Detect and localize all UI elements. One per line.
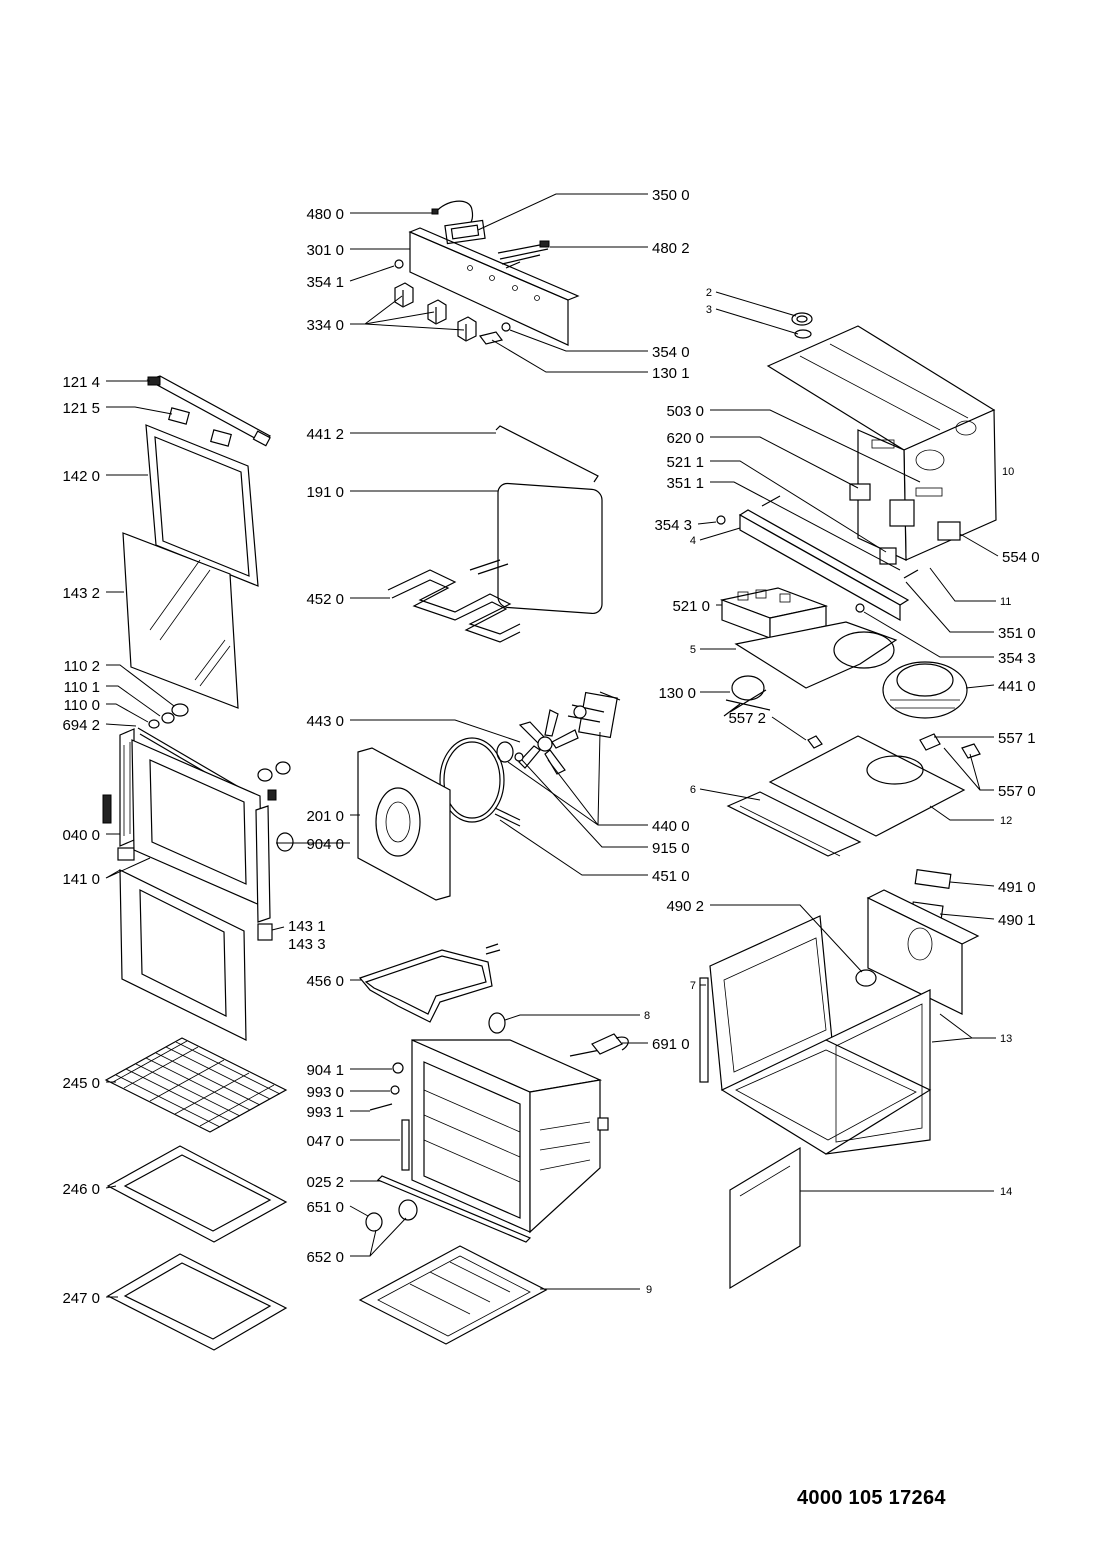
label-351-0: 351 0	[998, 625, 1036, 642]
label-301-0: 301 0	[306, 242, 344, 259]
label-143-1: 143 1	[288, 918, 326, 935]
label-452-0: 452 0	[306, 591, 344, 608]
label-904-0: 904 0	[306, 836, 344, 853]
label-121-4: 121 4	[62, 374, 100, 391]
label-651-0: 651 0	[306, 1199, 344, 1216]
oven-cavity-group	[358, 1012, 629, 1345]
label-620-0: 620 0	[666, 430, 704, 447]
label-130-0: 130 0	[658, 685, 696, 702]
label-491-0: 491 0	[998, 879, 1036, 896]
label-4: 4	[690, 535, 696, 547]
label-9: 9	[646, 1284, 652, 1296]
label-110-0: 110 0	[64, 697, 100, 714]
label-480-2: 480 2	[652, 240, 690, 257]
label-143-2: 143 2	[62, 585, 100, 602]
heaters-fan-group	[357, 425, 621, 1023]
label-440-0: 440 0	[652, 818, 690, 835]
label-14: 14	[1000, 1186, 1012, 1198]
label-354-1: 354 1	[306, 274, 344, 291]
label-557-0: 557 0	[998, 783, 1036, 800]
label-11: 11	[1000, 596, 1011, 608]
label-3: 3	[706, 304, 712, 316]
label-441-0: 441 0	[998, 678, 1036, 695]
label-13: 13	[1000, 1033, 1012, 1045]
label-201-0: 201 0	[306, 808, 344, 825]
label-246-0: 246 0	[62, 1181, 100, 1198]
label-441-2: 441 2	[306, 426, 344, 443]
label-7: 7	[690, 980, 696, 992]
label-2: 2	[706, 287, 712, 299]
label-334-0: 334 0	[306, 317, 344, 334]
label-354-0: 354 0	[652, 344, 690, 361]
label-557-1: 557 1	[998, 730, 1036, 747]
label-443-0: 443 0	[306, 713, 344, 730]
label-652-0: 652 0	[306, 1249, 344, 1266]
chassis-group	[699, 312, 997, 1290]
label-110-2: 110 2	[64, 658, 100, 675]
label-110-1: 110 1	[64, 679, 100, 696]
label-521-1: 521 1	[666, 454, 704, 471]
label-6: 6	[690, 784, 696, 796]
racks-trays-group	[104, 1037, 288, 1351]
label-503-0: 503 0	[666, 403, 704, 420]
label-993-0: 993 0	[306, 1084, 344, 1101]
label-142-0: 142 0	[62, 468, 100, 485]
label-354-3-mid: 354 3	[998, 650, 1036, 667]
label-694-2: 694 2	[62, 717, 100, 734]
label-047-0: 047 0	[306, 1133, 344, 1150]
label-8: 8	[644, 1010, 650, 1022]
label-191-0: 191 0	[306, 484, 344, 501]
control-panel-group	[394, 200, 580, 346]
label-490-2: 490 2	[666, 898, 704, 915]
label-350-0: 350 0	[652, 187, 690, 204]
leader-lines	[105, 193, 999, 1298]
label-245-0: 245 0	[62, 1075, 100, 1092]
label-904-1: 904 1	[306, 1062, 344, 1079]
label-040-0: 040 0	[62, 827, 100, 844]
label-247-0: 247 0	[62, 1290, 100, 1307]
label-456-0: 456 0	[306, 973, 344, 990]
label-141-0: 141 0	[62, 871, 100, 888]
label-691-0: 691 0	[652, 1036, 690, 1053]
label-354-3-top: 354 3	[654, 517, 692, 534]
label-5: 5	[690, 644, 696, 656]
label-521-0: 521 0	[672, 598, 710, 615]
label-554-0: 554 0	[1002, 549, 1040, 566]
label-12: 12	[1000, 815, 1012, 827]
label-143-3: 143 3	[288, 936, 326, 953]
label-10: 10	[1002, 466, 1014, 478]
label-480-0: 480 0	[306, 206, 344, 223]
label-993-1: 993 1	[306, 1104, 344, 1121]
label-351-1: 351 1	[666, 475, 704, 492]
label-490-1: 490 1	[998, 912, 1036, 929]
part-labels: 480 0 301 0 354 1 334 0 441 2 191 0 452 …	[62, 187, 1039, 1307]
label-121-5: 121 5	[62, 400, 100, 417]
document-number: 4000 105 17264	[797, 1487, 946, 1509]
door-group	[102, 375, 294, 1041]
label-130-1: 130 1	[652, 365, 690, 382]
label-557-2: 557 2	[728, 710, 766, 727]
label-915-0: 915 0	[652, 840, 690, 857]
label-025-2: 025 2	[306, 1174, 344, 1191]
label-451-0: 451 0	[652, 868, 690, 885]
